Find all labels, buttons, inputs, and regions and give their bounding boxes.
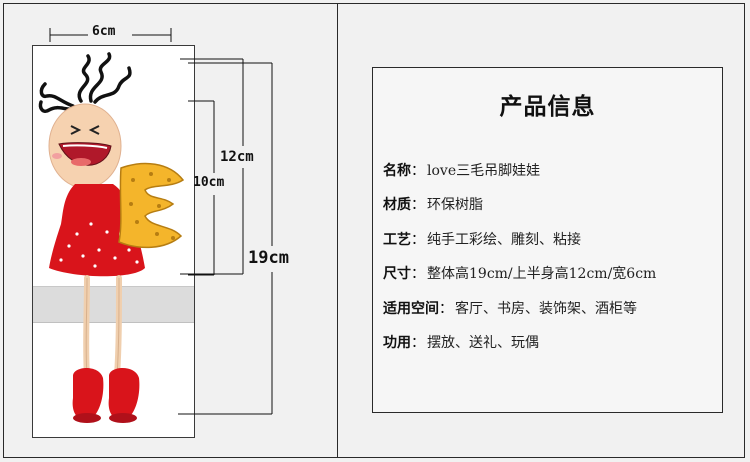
shelf <box>33 286 194 323</box>
row-colon: ： <box>411 231 425 248</box>
info-row-name: 名称：love三毛吊脚娃娃 <box>383 160 656 194</box>
total-height-label: 19cm <box>248 248 289 268</box>
seated-height-label: 10cm <box>193 175 225 190</box>
info-row-space: 适用空间：客厅、书房、装饰架、酒柜等 <box>383 298 656 332</box>
row-label: 工艺 <box>383 231 411 248</box>
doll-image <box>38 52 185 423</box>
info-row-material: 材质：环保树脂 <box>383 194 656 228</box>
row-colon: ： <box>439 300 453 317</box>
product-photo <box>32 45 195 438</box>
row-value: 客厅、书房、装饰架、酒柜等 <box>455 300 637 317</box>
row-label: 材质 <box>383 197 411 214</box>
dimension-lines <box>49 28 273 415</box>
info-list: 名称：love三毛吊脚娃娃 材质：环保树脂 工艺：纯手工彩绘、雕刻、粘接 尺寸：… <box>383 160 656 366</box>
row-label: 尺寸 <box>383 266 411 283</box>
row-colon: ： <box>411 334 425 351</box>
row-label: 功用 <box>383 334 411 351</box>
row-value: 摆放、送礼、玩偶 <box>427 334 539 351</box>
info-title: 产品信息 <box>499 94 596 120</box>
product-info-panel: 产品信息 名称：love三毛吊脚娃娃 材质：环保树脂 工艺：纯手工彩绘、雕刻、粘… <box>372 67 723 413</box>
doll-shoes <box>72 368 104 421</box>
row-value: 整体高19cm/上半身高12cm/宽6cm <box>427 266 657 283</box>
row-value: 环保树脂 <box>427 197 483 214</box>
doll-eyes <box>70 125 100 135</box>
row-colon: ： <box>411 266 425 283</box>
row-value: 纯手工彩绘、雕刻、粘接 <box>427 231 581 248</box>
upper-body-height-label: 12cm <box>220 149 254 165</box>
outer-frame <box>3 3 745 458</box>
letter-e-figure <box>118 162 185 249</box>
panel-divider <box>337 3 338 458</box>
info-row-usage: 功用：摆放、送礼、玩偶 <box>383 332 656 366</box>
dress-dots <box>59 222 139 268</box>
row-label: 适用空间 <box>383 300 439 317</box>
width-label: 6cm <box>92 24 116 39</box>
info-row-size: 尺寸：整体高19cm/上半身高12cm/宽6cm <box>383 263 656 297</box>
row-colon: ： <box>411 163 425 179</box>
info-row-craft: 工艺：纯手工彩绘、雕刻、粘接 <box>383 229 656 263</box>
row-colon: ： <box>411 197 425 214</box>
row-value: love三毛吊脚娃娃 <box>427 163 541 179</box>
row-label: 名称 <box>383 163 411 179</box>
